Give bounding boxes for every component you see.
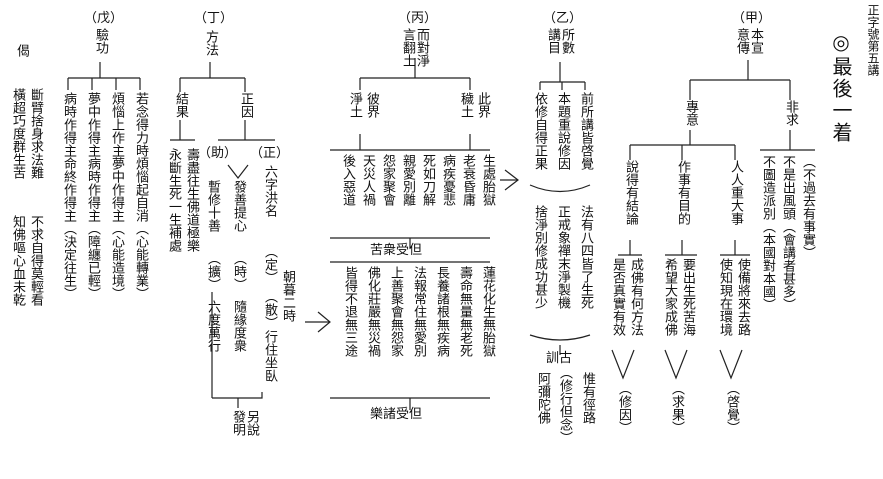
jia-name: 本宣 意傳 bbox=[734, 28, 763, 54]
san-dao: （散） bbox=[262, 290, 277, 329]
jing-tu: 淨土 bbox=[347, 92, 362, 118]
bing-name: 而對淨 言翻土 bbox=[400, 28, 429, 67]
hui-tu: 穢土 bbox=[458, 92, 473, 118]
yi-name: 所數 講目 bbox=[545, 28, 574, 54]
page-title: ◎最後一着 bbox=[829, 30, 853, 144]
yi-col3: 前所講皆啓覺 bbox=[578, 92, 593, 170]
this-item: 生處胎獄 bbox=[480, 154, 495, 206]
zuo-sub-1: 要出生死苦海 bbox=[680, 258, 695, 336]
yi-col1: 依修自得正果 bbox=[532, 92, 547, 170]
wu-c2: 煩惱上作主夢中作得主（心能造境） bbox=[109, 92, 124, 300]
sui-yuan: 隨緣度衆 bbox=[231, 300, 246, 352]
zhao-mu: 朝暮二時 bbox=[280, 270, 295, 322]
wu-name: 驗功 bbox=[93, 28, 108, 54]
shuo-sub-1: 成佛有何方法 bbox=[628, 258, 643, 336]
zhuan-label: 專意 bbox=[683, 100, 698, 126]
ding-name: 方法 bbox=[203, 30, 218, 56]
yi-col2: 本題重說修因 bbox=[555, 92, 570, 170]
this-item: 病疾憂悲 bbox=[440, 154, 455, 206]
fa-shan: 發善提心 bbox=[231, 180, 246, 232]
that-item: 上善聚會無怨家 bbox=[388, 266, 403, 357]
shuo-sub-2: 是否真實有效 bbox=[610, 258, 625, 336]
liu-zi: 六字洪名 bbox=[262, 165, 277, 217]
kuo-label: （擴） bbox=[205, 252, 220, 291]
ren-sub-1: 使備將來去路 bbox=[735, 258, 750, 336]
yi-row3-2: （修行但念） bbox=[557, 366, 572, 444]
that-item: 佛化莊嚴無災禍 bbox=[365, 266, 380, 357]
liu-du: 六度萬行 bbox=[205, 300, 220, 352]
ku-zhong: 苦衆受但 bbox=[370, 243, 423, 258]
ren-sub-2: 使知現在環境 bbox=[717, 258, 732, 336]
ji-line-1: 斷臂捨身求法難 bbox=[28, 88, 43, 179]
wu-label: （戊） bbox=[84, 11, 124, 26]
ling-shuo: 另說 發明 bbox=[230, 410, 259, 436]
ci-jie: 此界 bbox=[475, 92, 490, 118]
serial-number: 正字號第五講 bbox=[866, 4, 880, 76]
yi-label: （乙） bbox=[543, 11, 583, 26]
ding-dao: （定） bbox=[262, 245, 277, 284]
wu-c4: 病時作得主命終作得主（決定往生） bbox=[61, 92, 76, 300]
bing-label: （丙） bbox=[398, 11, 438, 26]
shi-label: （時） bbox=[231, 252, 246, 291]
tail-ren: （啓覺） bbox=[724, 382, 739, 434]
yi-row3-1: 阿彌陀佛 bbox=[535, 372, 550, 424]
tail-shuo: （修因） bbox=[616, 382, 631, 434]
zuo-sub-2: 希望大家成佛 bbox=[662, 258, 677, 336]
bi-jie: 彼界 bbox=[364, 92, 379, 118]
that-item: 法報常住無愛別 bbox=[411, 266, 426, 357]
ding-label: （丁） bbox=[194, 11, 234, 26]
zuo-label: 作事有目的 bbox=[675, 160, 690, 225]
zheng-yin: 正因 bbox=[238, 92, 253, 118]
xing-zhu: 行住坐臥 bbox=[262, 330, 277, 382]
wu-c3: 夢中作得主病時作得主（障纏已輕） bbox=[85, 92, 100, 300]
shou-jin: 壽盡往生佛道極樂 bbox=[184, 148, 199, 252]
jie-guo: 結果 bbox=[173, 92, 188, 118]
that-item: 長養諸根無疾病 bbox=[434, 266, 449, 357]
that-item: 蓮花化生無胎獄 bbox=[480, 266, 495, 357]
yi-row2-c: 法有八四皆了生死 bbox=[578, 205, 593, 309]
ji-line-3: 不求自得莫輕看 bbox=[28, 215, 43, 306]
yi-row2-b: 正戒象禪末淨製機 bbox=[555, 205, 570, 309]
that-item: 壽命無量無老死 bbox=[457, 266, 472, 357]
yi-row2-a: 捨淨別修成功甚少 bbox=[532, 205, 547, 309]
ren-label: 人人重大事 bbox=[728, 160, 743, 225]
this-item: 天災人禍 bbox=[360, 154, 375, 206]
this-item: 死如刀解 bbox=[420, 154, 435, 206]
fei-a-1: （不過去有事實） bbox=[800, 155, 815, 259]
that-item: 皆得不退無三途 bbox=[342, 266, 357, 357]
this-item: 後入惡道 bbox=[340, 154, 355, 206]
this-item: 怨家聚會 bbox=[380, 154, 395, 206]
this-item: 老衰昏庸 bbox=[460, 154, 475, 206]
zhu-label: （助） bbox=[198, 146, 238, 161]
jia-label: （甲） bbox=[732, 11, 772, 26]
zheng2-label: （正） bbox=[250, 146, 290, 161]
ji-line-4: 知佛嘔心血未乾 bbox=[10, 215, 25, 306]
ji-line-2: 橫超巧度群生苦 bbox=[10, 88, 25, 179]
fei-a-2: 不是出風頭（會講者甚多） bbox=[780, 155, 795, 311]
zan-xiu: 暫修十善 bbox=[205, 180, 220, 232]
shuo-label: 說得有結論 bbox=[623, 160, 638, 225]
le-zhu: 樂諸受但 bbox=[370, 407, 423, 422]
this-item: 親愛別離 bbox=[400, 154, 415, 206]
yong-duan: 永斷生死一生補處 bbox=[166, 148, 181, 252]
fei-label: 非求 bbox=[783, 100, 798, 126]
tail-zuo: （求果） bbox=[669, 382, 684, 434]
fei-b-1: 不圖造派別（本國對本國） bbox=[760, 155, 775, 311]
yi-row3-3: 惟有徑路 bbox=[580, 372, 595, 424]
yi-xun: 訓古 bbox=[546, 351, 573, 366]
ji-label: 偈 bbox=[14, 44, 29, 57]
wu-c1: 若念得力時煩惱起自消（心能轉業） bbox=[133, 92, 148, 300]
